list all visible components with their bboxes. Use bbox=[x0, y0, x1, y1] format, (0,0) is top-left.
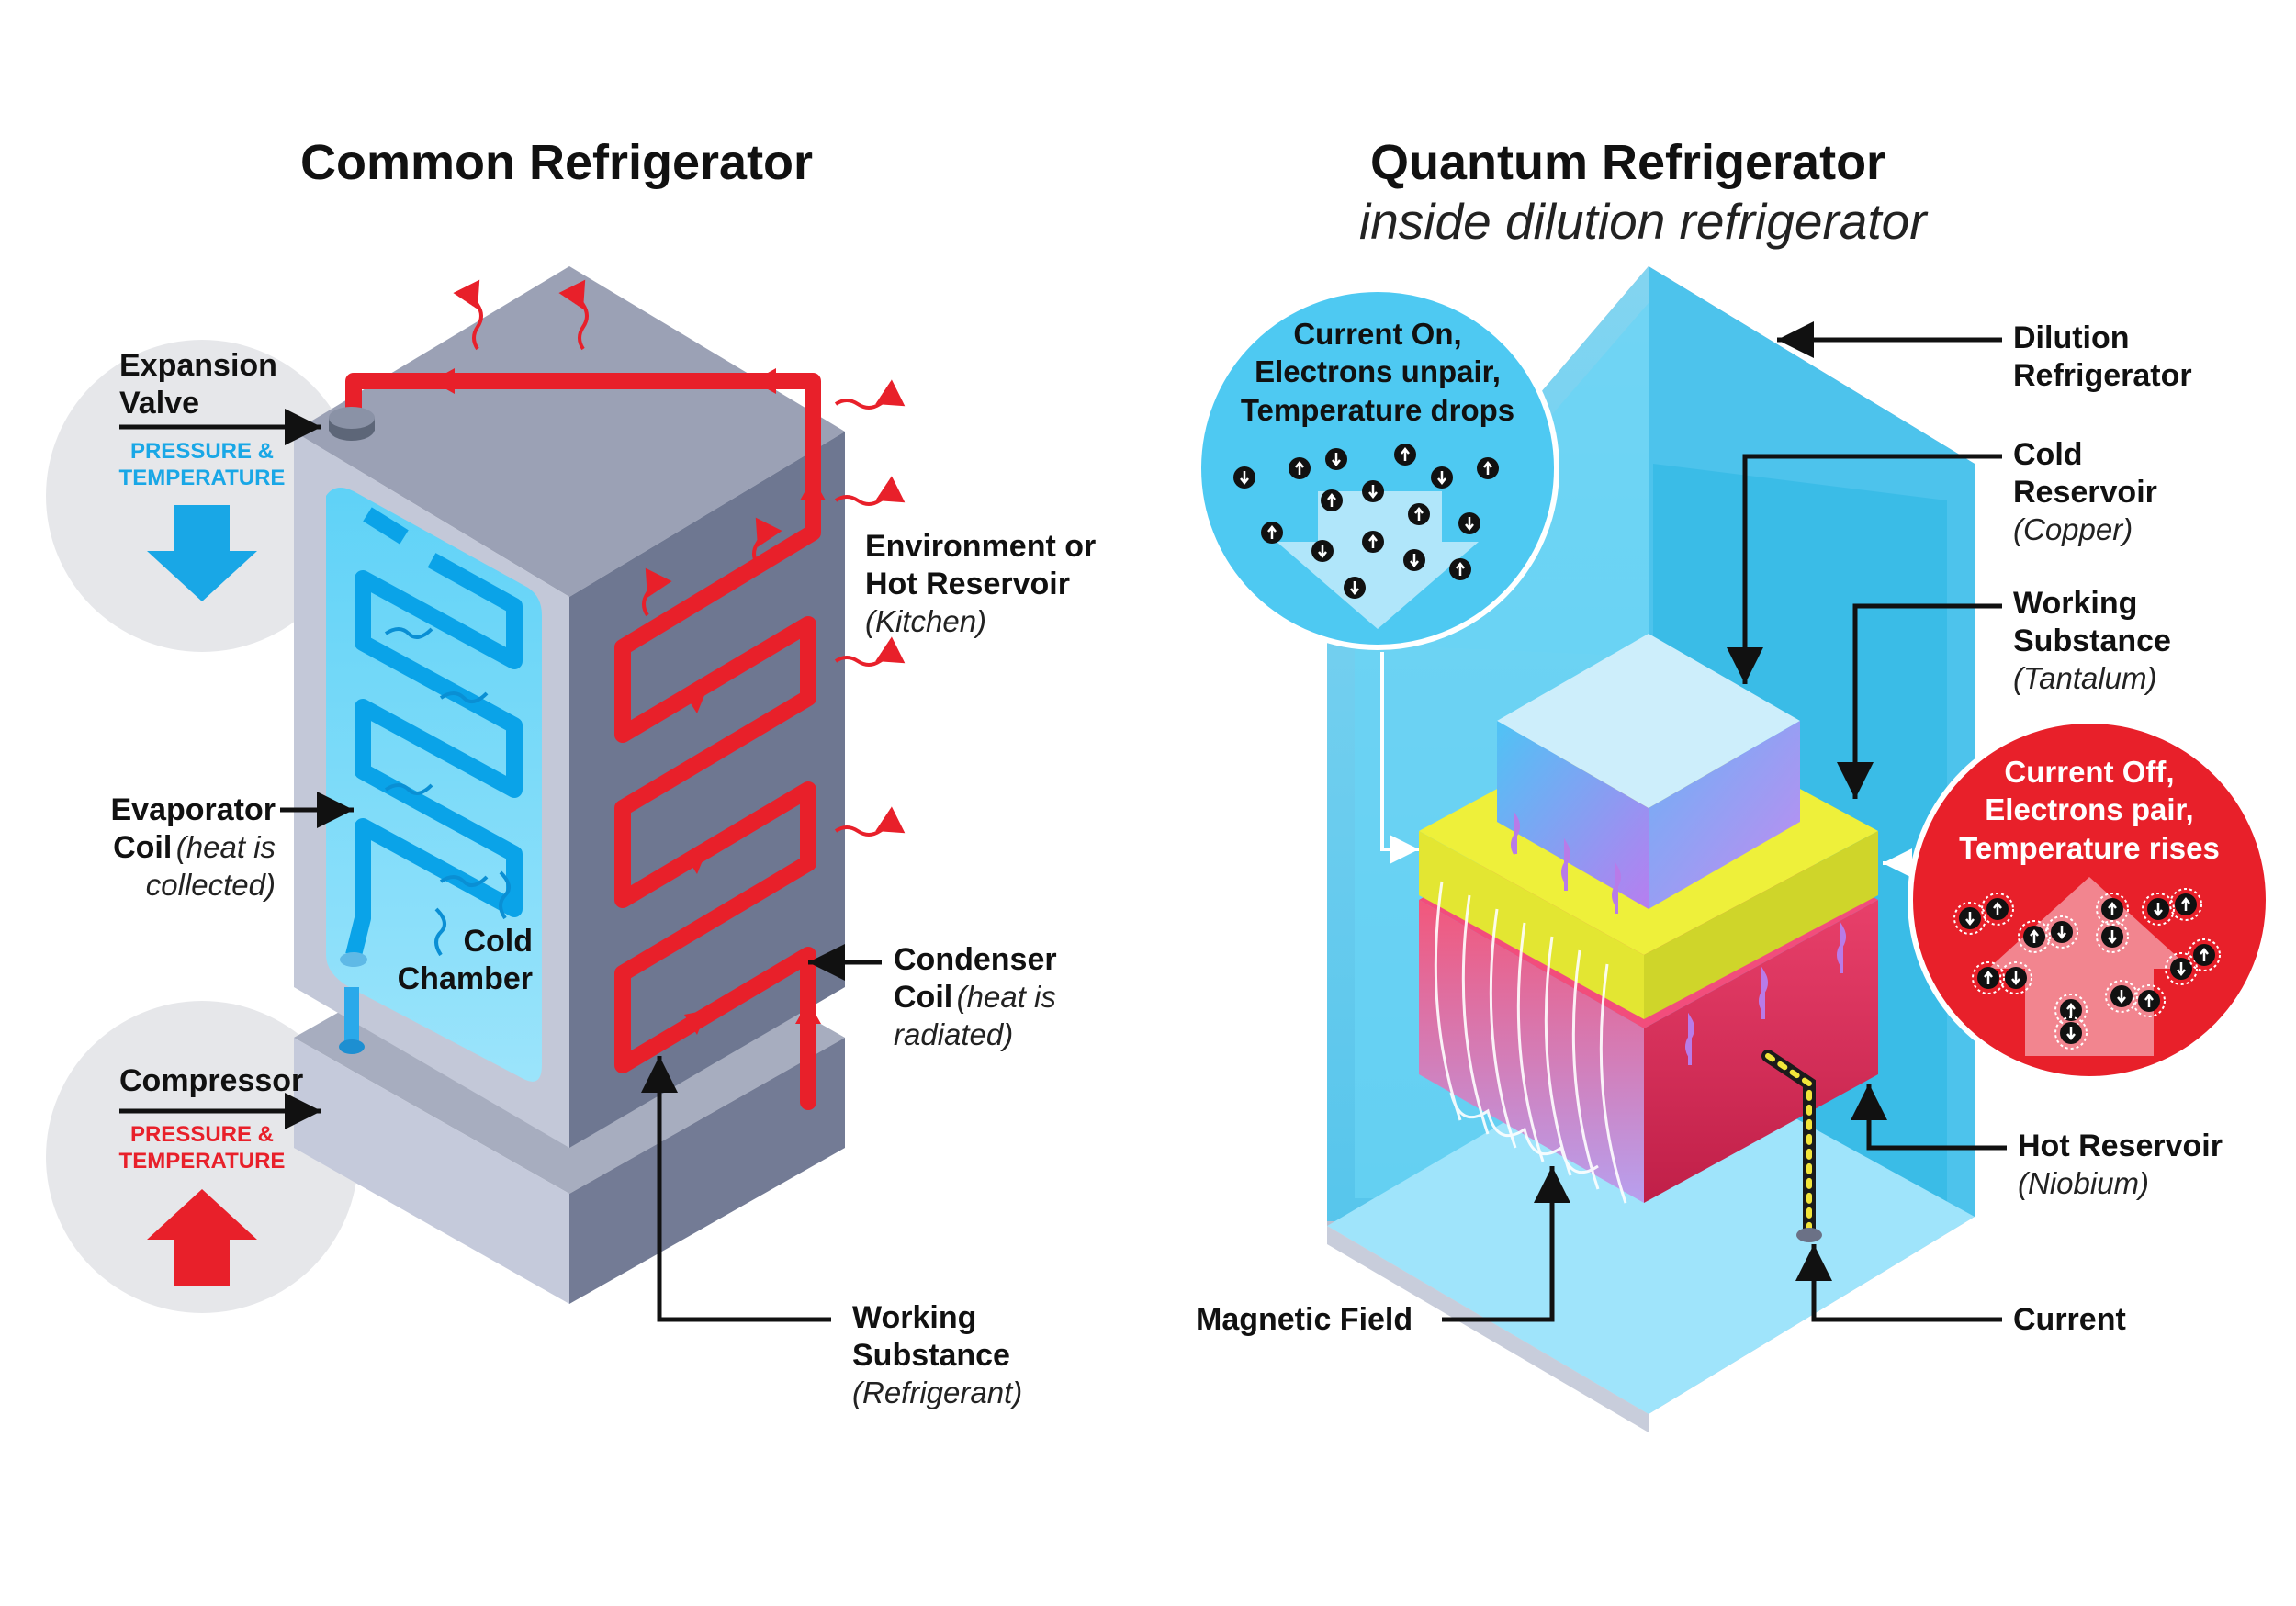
evaporator-coil-label: Evaporator Coil (heat is collected) bbox=[110, 792, 276, 902]
electron-spin-down-icon bbox=[2045, 915, 2078, 949]
electron-spin-down-icon bbox=[2096, 920, 2129, 953]
electron-spin-down-icon bbox=[1344, 577, 1366, 599]
dilution-refrigerator-label: Dilution Refrigerator bbox=[2013, 320, 2192, 393]
quantum-refrigerator-illustration bbox=[1196, 266, 2271, 1432]
electron-spin-up-icon bbox=[1449, 558, 1471, 580]
electron-spin-up-icon bbox=[1972, 961, 2005, 994]
current-wire bbox=[1765, 1053, 1812, 1233]
electron-spin-up-icon bbox=[1261, 522, 1283, 544]
pressure-down-arrow-icon bbox=[147, 505, 257, 601]
electron-spin-up-icon bbox=[1321, 489, 1343, 511]
hot-reservoir-label: Hot Reservoir (Niobium) bbox=[2018, 1129, 2223, 1200]
electron-spin-down-icon bbox=[1953, 902, 1986, 935]
quantum-refrigerator-title: Quantum Refrigerator bbox=[1370, 135, 1886, 190]
electron-spin-down-icon bbox=[2165, 952, 2198, 985]
electron-spin-up-icon bbox=[1362, 531, 1384, 553]
compressor-label: Compressor bbox=[119, 1063, 304, 1098]
environment-label: Environment or Hot Reservoir (Kitchen) bbox=[865, 529, 1097, 638]
electron-spin-down-icon bbox=[1403, 549, 1425, 571]
electron-spin-down-icon bbox=[1311, 540, 1334, 562]
evaporator-coil bbox=[345, 507, 523, 958]
electron-spin-down-icon bbox=[1999, 961, 2032, 994]
common-refrigerator-illustration bbox=[46, 266, 906, 1322]
condenser-coil-label: Condenser Coil (heat is radiated) bbox=[894, 942, 1057, 1051]
common-refrigerator-title: Common Refrigerator bbox=[300, 135, 814, 190]
compressor-sublabel: PRESSURE & TEMPERATURE bbox=[118, 1122, 286, 1174]
heat-radiation-icons bbox=[453, 279, 906, 837]
electron-spin-up-icon bbox=[1981, 893, 2014, 926]
electron-spin-down-icon bbox=[1458, 512, 1480, 534]
current-label: Current bbox=[2013, 1302, 2126, 1337]
expansion-valve-label: Expansion Valve bbox=[119, 348, 277, 421]
right-callout-lines bbox=[1442, 321, 2007, 1322]
working-substance-label-left: Working Substance (Refrigerant) bbox=[852, 1300, 1023, 1409]
expansion-valve-bubble bbox=[46, 340, 358, 652]
electron-spin-up-icon bbox=[2133, 984, 2166, 1017]
current-off-text: Current Off, Electrons pair, Temperature… bbox=[1959, 755, 2220, 865]
electron-spin-down-icon bbox=[2142, 893, 2175, 926]
electron-spin-up-icon bbox=[2096, 893, 2129, 926]
cold-reservoir-cube bbox=[1497, 634, 1800, 909]
current-on-text: Current On, Electrons unpair, Temperatur… bbox=[1240, 317, 1515, 427]
heat-flow-arrows bbox=[1511, 810, 1846, 1065]
current-on-bubble bbox=[1196, 286, 1559, 650]
magnetic-field-lines bbox=[1434, 881, 1627, 1204]
magnetic-field-label: Magnetic Field bbox=[1196, 1302, 1413, 1337]
electron-spin-down-icon bbox=[1362, 480, 1384, 502]
pressure-up-arrow-icon bbox=[147, 1189, 257, 1286]
condenser-coil bbox=[345, 368, 826, 1110]
quantum-refrigerator-subtitle: inside dilution refrigerator bbox=[1359, 193, 1927, 250]
electron-spin-down-icon bbox=[2105, 980, 2138, 1013]
compressor-bubble bbox=[46, 1001, 358, 1313]
cold-chamber-window bbox=[326, 488, 542, 1082]
working-substance-label-right: Working Substance (Tantalum) bbox=[2013, 586, 2171, 695]
electron-spin-down-icon bbox=[2054, 1016, 2088, 1050]
cold-chamber-label: Cold Chamber bbox=[397, 924, 533, 996]
electron-spin-up-icon bbox=[1477, 457, 1499, 479]
bubble-pointer-lines bbox=[1380, 652, 1912, 878]
electron-spin-up-icon bbox=[2169, 888, 2202, 921]
electron-spin-up-icon bbox=[2188, 938, 2221, 971]
expansion-valve-sublabel: PRESSURE & TEMPERATURE bbox=[118, 439, 286, 490]
electron-spin-up-icon bbox=[1289, 457, 1311, 479]
electron-spin-up-icon bbox=[1408, 503, 1430, 525]
electron-spin-down-icon bbox=[1325, 448, 1347, 470]
refrigerator-body bbox=[294, 266, 845, 1148]
electron-spin-up-icon bbox=[1394, 444, 1416, 466]
electron-spin-down-icon bbox=[1233, 466, 1255, 489]
electron-spin-up-icon bbox=[2018, 920, 2051, 953]
cold-reservoir-label: Cold Reservoir (Copper) bbox=[2013, 437, 2157, 546]
left-callout-lines bbox=[119, 409, 882, 1322]
electron-spin-down-icon bbox=[1431, 466, 1453, 489]
